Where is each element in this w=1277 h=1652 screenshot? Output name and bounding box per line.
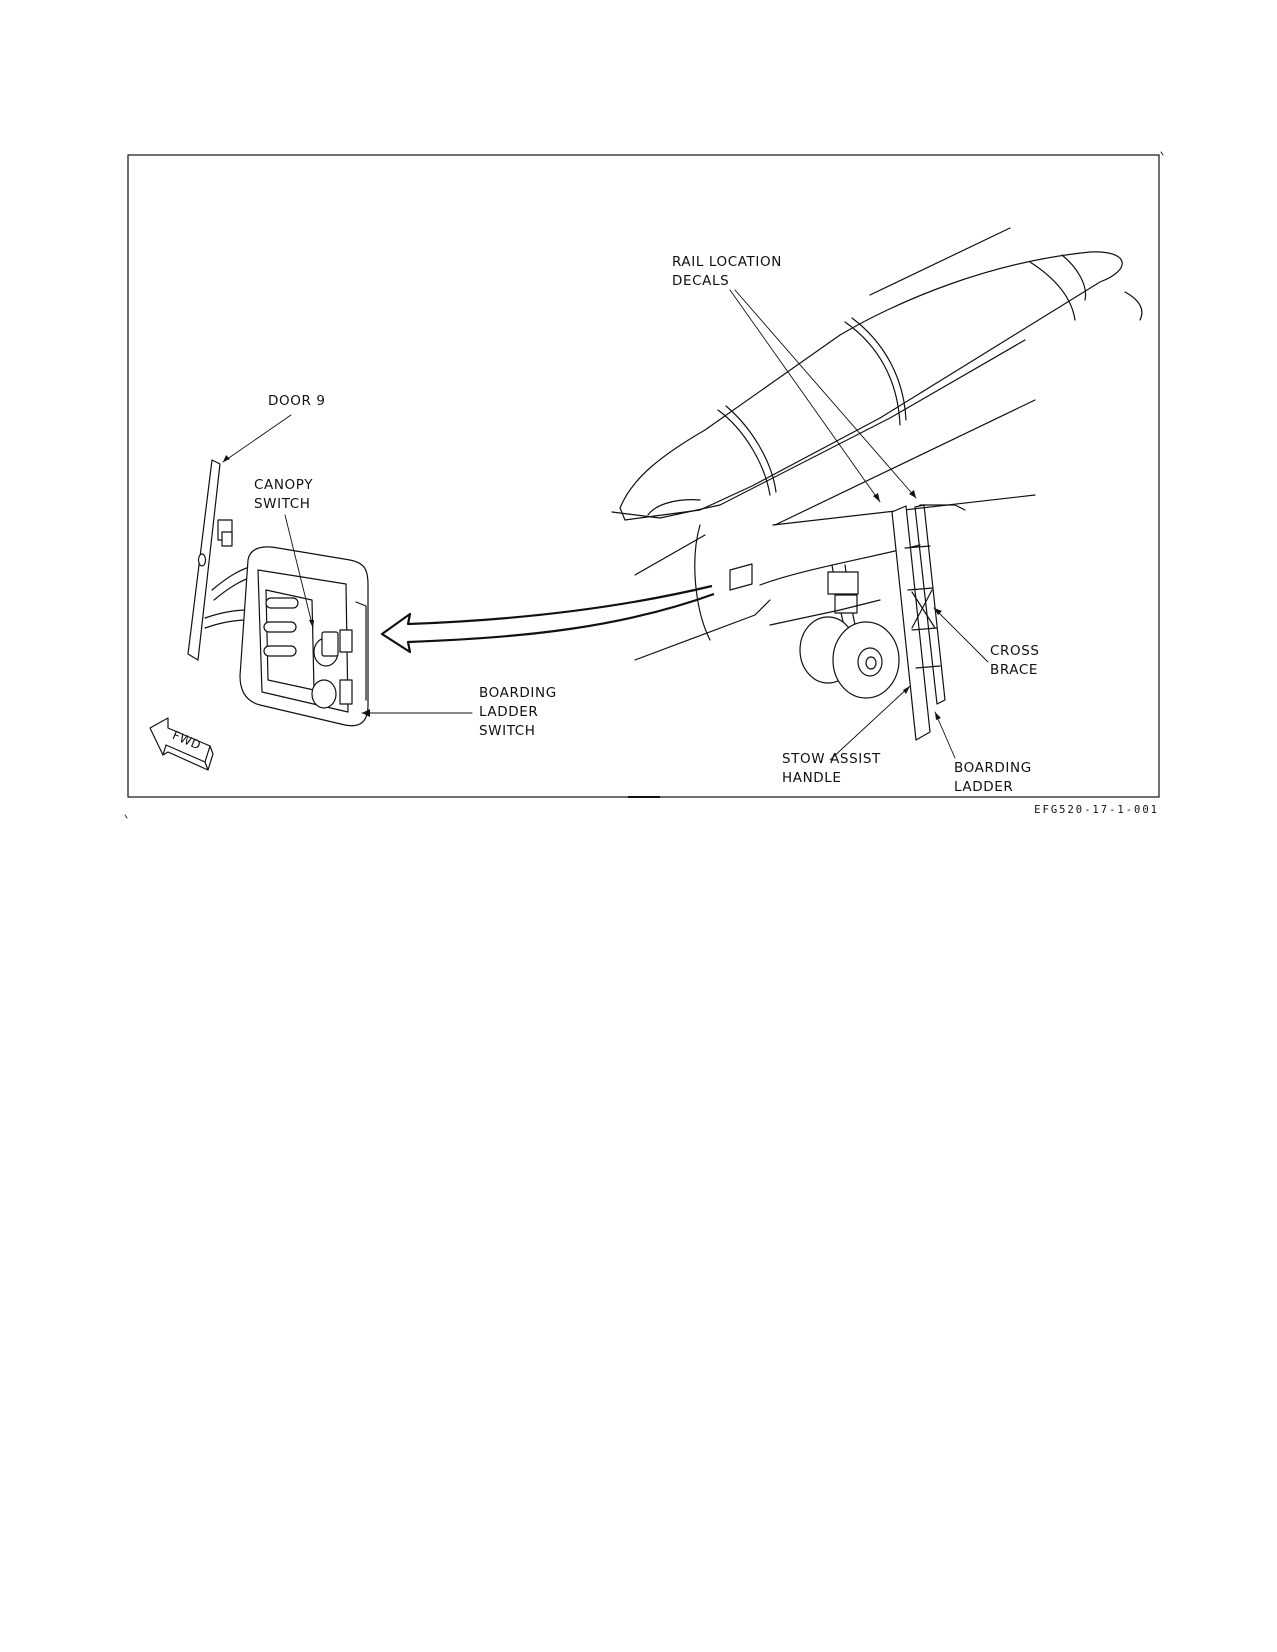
- fuselage-side-line-2: [774, 399, 1036, 526]
- ladder-rail-inner: [914, 504, 946, 705]
- canopy-frame-rear: [1029, 261, 1076, 321]
- wheel-hub-center: [865, 656, 877, 670]
- callout-line: BRACE: [990, 662, 1038, 678]
- leader-tip: [903, 686, 910, 694]
- ladder-rung: [911, 627, 938, 631]
- leader-tip: [309, 620, 314, 628]
- panel-slot: [265, 597, 299, 609]
- fuselage-side-line-1: [634, 534, 706, 576]
- ladder-rail-outer: [891, 505, 931, 741]
- leader-tip: [935, 712, 941, 720]
- hinge-arm-lower: [204, 609, 249, 619]
- windscreen-base: [647, 499, 701, 516]
- leader-cross-brace: [933, 607, 989, 663]
- canopy-outline: [619, 251, 1123, 521]
- leader-tip: [223, 455, 230, 462]
- canopy-frame-front: [717, 409, 771, 496]
- leader-canopy-switch: [284, 514, 314, 629]
- callout-line: BOARDING: [954, 760, 1032, 776]
- gear-actuator: [827, 571, 859, 595]
- callout-line: SWITCH: [254, 496, 311, 512]
- callout-line: SWITCH: [479, 723, 536, 739]
- door-9-hinge-2: [221, 531, 233, 547]
- leader-stow-assist-handle: [829, 685, 911, 761]
- door-9-panel: [729, 563, 753, 591]
- leader-lines: [222, 289, 989, 761]
- fwd-arrow-depth: [162, 751, 209, 771]
- fuselage-upper-spine: [869, 227, 1011, 296]
- switch-panel-edge: [355, 601, 367, 701]
- leader-rail-decals-2: [734, 289, 917, 499]
- canopy-switch: [321, 631, 339, 657]
- leader-tip: [873, 493, 880, 502]
- boarding-ladder-switch-boot: [311, 679, 337, 709]
- callout-line: CANOPY: [254, 477, 313, 493]
- leader-tip: [362, 709, 370, 717]
- callout-line: LADDER: [479, 704, 538, 720]
- drag-brace: [769, 599, 881, 626]
- nose-landing-gear: [769, 564, 900, 699]
- canopy-frame-front-inner: [725, 405, 777, 493]
- figure-id: EFG520-17-1-001: [1034, 804, 1159, 816]
- canopy-switch-guard: [339, 629, 353, 653]
- frame-tick: [1160, 151, 1164, 156]
- panel-slot: [263, 621, 297, 633]
- door-9-latch-hole: [197, 553, 207, 567]
- detail-arrow: [380, 584, 715, 654]
- callout-cross-brace: CROSS BRACE: [990, 643, 1040, 678]
- switch-panel-recess: [257, 569, 349, 713]
- aft-canopy-line: [1124, 291, 1143, 321]
- forward-direction-arrow: FWD: [149, 717, 214, 771]
- ladder-rung: [915, 665, 941, 669]
- canopy-frame-mid-inner: [851, 317, 907, 421]
- boarding-ladder-switch-guard: [339, 679, 353, 705]
- callout-line: LADDER: [954, 779, 1013, 795]
- panel-slot: [263, 645, 297, 657]
- canopy-frame-mid: [844, 321, 901, 426]
- callout-line: BOARDING: [479, 685, 557, 701]
- frame-tick: [124, 814, 128, 819]
- boarding-ladder: [891, 504, 966, 741]
- callout-canopy-switch: CANOPY SWITCH: [254, 477, 313, 512]
- callout-line: CROSS: [990, 643, 1040, 659]
- callout-stow-assist-handle: STOW ASSIST HANDLE: [782, 751, 881, 786]
- leader-tip: [909, 490, 916, 498]
- callout-line: HANDLE: [782, 770, 842, 786]
- callout-line: STOW ASSIST: [782, 751, 881, 767]
- callout-line: RAIL LOCATION: [672, 254, 782, 270]
- fwd-arrow-body: [149, 717, 211, 763]
- callout-rail-location-decals: RAIL LOCATION DECALS: [672, 254, 782, 289]
- cross-brace: [911, 591, 936, 629]
- ladder-rung: [904, 545, 931, 549]
- callout-boarding-ladder: BOARDING LADDER: [954, 760, 1032, 795]
- hinge-arm-lower-b: [204, 619, 249, 629]
- gear-actuator-2: [834, 594, 858, 614]
- leader-boarding-ladder: [934, 711, 956, 759]
- canopy-frame-rear-inner: [1061, 254, 1087, 301]
- callout-line: DOOR 9: [268, 393, 326, 409]
- aircraft-nose: [611, 227, 1143, 661]
- wheel-hub: [857, 647, 883, 677]
- leader-tip: [934, 608, 942, 615]
- callout-door-9: DOOR 9: [268, 393, 326, 409]
- door-9-detail: [187, 459, 369, 727]
- ladder-top-bracket: [919, 504, 966, 511]
- callout-boarding-ladder-switch: BOARDING LADDER SWITCH: [479, 685, 557, 739]
- canopy-sill: [611, 339, 1026, 519]
- fuselage-nose-contour: [694, 524, 711, 641]
- leader-rail-decals-1: [729, 289, 881, 503]
- fwd-arrow-depth-2: [207, 745, 214, 771]
- ladder-rung: [907, 587, 934, 591]
- cross-brace-2: [911, 589, 933, 629]
- leader-door-9: [222, 414, 292, 463]
- fuselage-lower: [634, 599, 771, 661]
- callout-line: DECALS: [672, 273, 729, 289]
